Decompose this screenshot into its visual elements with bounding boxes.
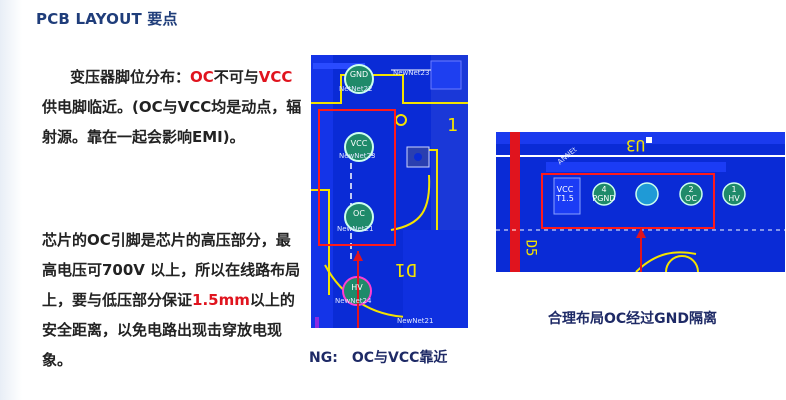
para1-text-a: 变压器脚位分布：	[70, 68, 191, 86]
pin-pgnd-num: 4	[601, 185, 607, 194]
pad-oc-name: OC	[353, 209, 365, 218]
silk-char: 1	[447, 115, 458, 136]
slide-title: PCB LAYOUT 要点	[36, 10, 178, 28]
pad-oc-label: OC	[345, 209, 373, 218]
pad-vcc-label: VCC	[345, 139, 373, 148]
para2-text-b: 以上的安全距离，以免电路出现击穿放电现象。	[42, 291, 295, 369]
pad-hv-net: NewNet24	[335, 297, 372, 305]
para1-text-c: 供电脚临近。(OC与VCC均是动点，辐射源。靠在一起会影响EMI)。	[42, 98, 302, 146]
distance-highlight: 1.5mm	[192, 291, 250, 309]
pin-vcc-label: VCC T1.5	[548, 185, 582, 203]
pin-oc-name: OC	[685, 194, 697, 203]
pin-vcc-sub: T1.5	[556, 194, 574, 203]
caption-ng: NG: OC与VCC靠近	[309, 347, 447, 367]
pin-hv-name: HV	[728, 194, 740, 203]
pad-oc-net: NewNet21	[337, 225, 374, 233]
paragraph-transformer-pins: 变压器脚位分布：OC不可与VCC 供电脚临近。(OC与VCC均是动点，辐射源。靠在…	[42, 62, 304, 152]
pin-oc-label: 2 OC	[679, 185, 703, 203]
para1-text-b: 不可与	[213, 68, 259, 86]
para2-text-a: 芯片的OC引脚是芯片的高压部分，最高电压可700V 以上，所以在线路布局上，要与…	[42, 231, 301, 309]
pad-gnd-label: GND	[345, 70, 373, 79]
ng-label: NG:	[309, 350, 338, 366]
pad-hv-label: HV	[343, 283, 371, 292]
pad-gnd-name: GND	[349, 70, 369, 79]
oc-highlight: OC	[190, 68, 214, 86]
caption-gnd-isolation: 合理布局OC经过GND隔离	[548, 311, 718, 327]
pin-oc-num: 2	[688, 185, 694, 194]
pin-hv-num: 1	[731, 185, 737, 194]
pin-pgnd-name: PGND	[592, 194, 616, 203]
pin-pgnd-label: 4 PGND	[586, 185, 622, 203]
net-label-top: NewNet23	[393, 69, 430, 77]
left-decor-band	[0, 0, 22, 400]
pcb-layout-good-image: VCC T1.5 4 PGND 2 OC 1 HV U3 D5 ANNEt	[496, 132, 785, 272]
pad-gnd-net: NetNet22	[339, 85, 373, 93]
pin-vcc-name: VCC	[556, 185, 574, 194]
vcc-highlight: VCC	[258, 68, 293, 86]
pcb-good-artwork	[496, 132, 785, 272]
pad-hv-name: HV	[351, 283, 363, 292]
designator-u3: U3	[626, 136, 646, 155]
pad-vcc-net: NewNet23	[339, 152, 376, 160]
net-label-bottom: NewNet21	[397, 317, 434, 325]
pad-vcc-name: VCC	[350, 139, 368, 148]
pcb-layout-ng-image: GND NetNet22 VCC NewNet23 OC NewNet21 HV…	[311, 55, 468, 328]
pcb-ng-artwork	[311, 55, 468, 328]
ng-text: OC与VCC靠近	[351, 350, 448, 366]
designator-d5: D5	[522, 239, 539, 257]
paragraph-oc-safety: 芯片的OC引脚是芯片的高压部分，最高电压可700V 以上，所以在线路布局上，要与…	[42, 225, 304, 375]
pin-hv-label: 1 HV	[722, 185, 746, 203]
designator-d1: D1	[395, 259, 417, 280]
